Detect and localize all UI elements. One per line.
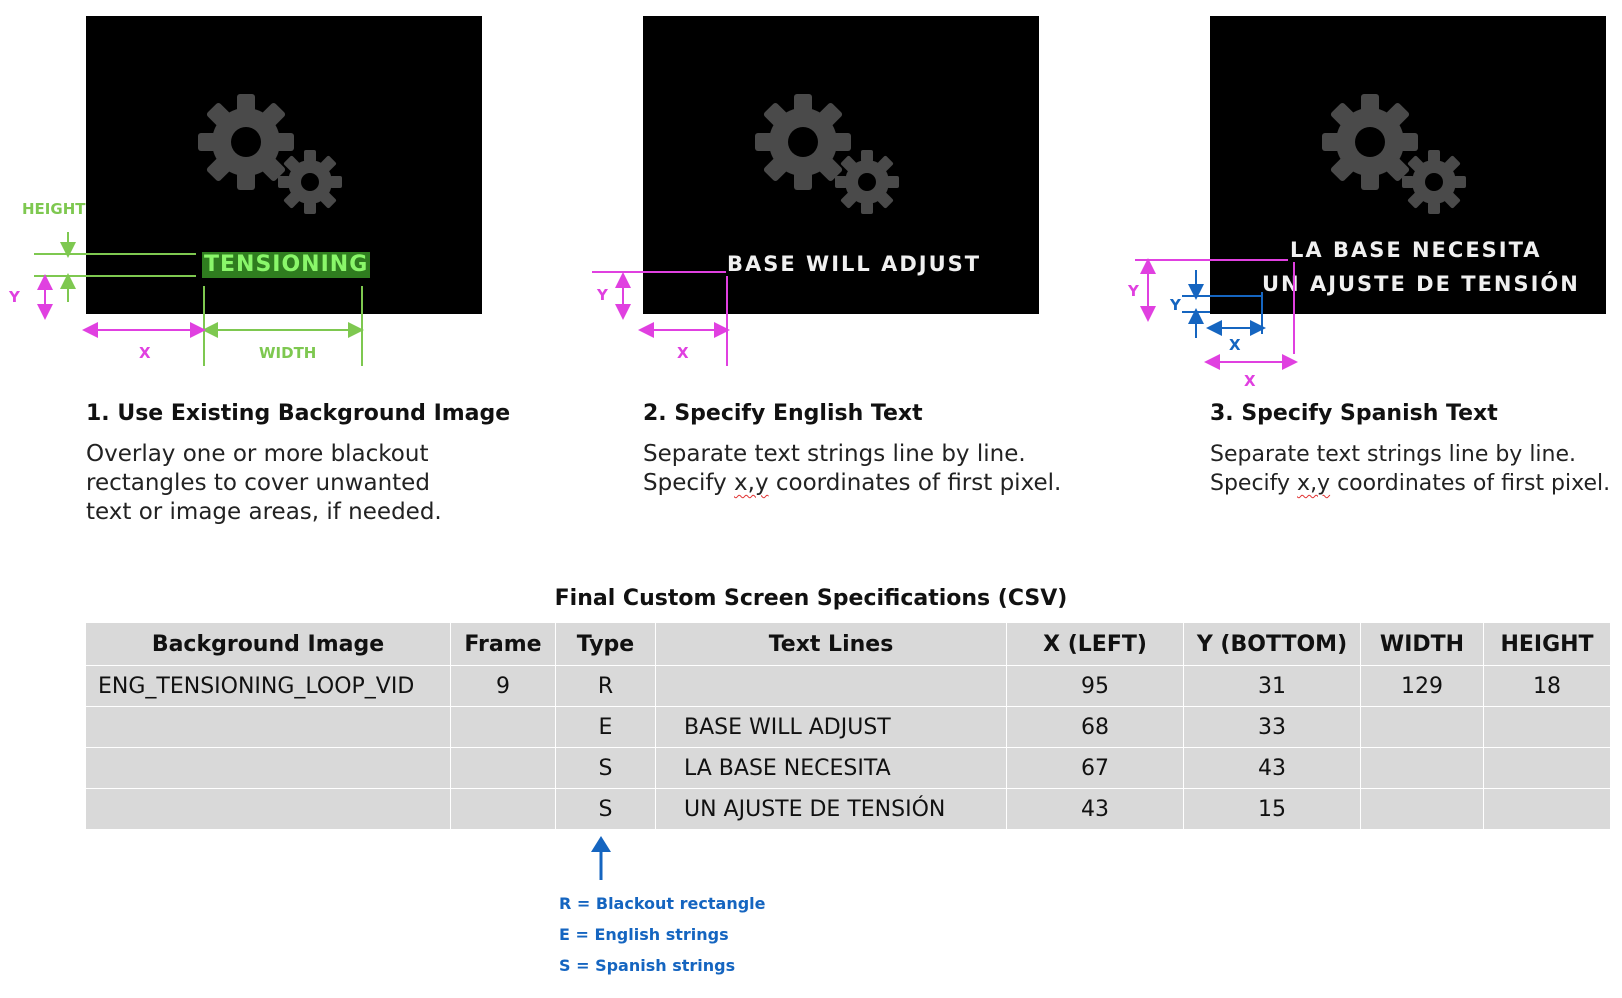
y-label-3-outer: Y [1128, 282, 1139, 300]
cell-height [1483, 788, 1611, 830]
table-row: S UN AJUSTE DE TENSIÓN 43 15 [85, 788, 1611, 830]
y-label-3-inner: Y [1170, 296, 1181, 314]
legend-item: S = Spanish strings [559, 956, 736, 975]
step-3-body: Separate text strings line by line. Spec… [1210, 440, 1610, 498]
step-2-body-line: Specify x,y coordinates of first pixel. [643, 469, 1061, 498]
cell-width [1360, 788, 1484, 830]
table-header-row: Background Image Frame Type Text Lines X… [85, 622, 1611, 666]
legend-item: R = Blackout rectangle [559, 894, 766, 913]
cell-text-lines: UN AJUSTE DE TENSIÓN [655, 788, 1007, 830]
header-background-image: Background Image [85, 622, 451, 666]
step-1-body-line: rectangles to cover unwanted [86, 470, 430, 496]
step-2-body: Separate text strings line by line. Spec… [643, 440, 1061, 498]
step-3-body-line: Separate text strings line by line. [1210, 442, 1577, 467]
screen-3: LA BASE NECESITA UN AJUSTE DE TENSIÓN [1210, 16, 1606, 314]
x-label-1: X [139, 344, 151, 362]
cell-frame [450, 706, 556, 748]
cell-width: 129 [1360, 665, 1484, 707]
cell-frame [450, 747, 556, 789]
step-3-body-xy: x,y [1297, 471, 1331, 496]
gears-icon [755, 94, 899, 214]
y-label-1: Y [9, 288, 20, 306]
cell-text-lines: LA BASE NECESITA [655, 747, 1007, 789]
step-2-body-post: coordinates of first pixel. [768, 470, 1062, 496]
cell-background-image [85, 788, 451, 830]
step-2-title: 2. Specify English Text [643, 401, 923, 426]
cell-text-lines [655, 665, 1007, 707]
cell-frame [450, 788, 556, 830]
header-text-lines: Text Lines [655, 622, 1007, 666]
step-1-body-line: text or image areas, if needed. [86, 499, 442, 525]
header-type: Type [555, 622, 656, 666]
cell-text-lines: BASE WILL ADJUST [655, 706, 1007, 748]
step-3-body-post: coordinates of first pixel. [1330, 471, 1611, 496]
screen-2: BASE WILL ADJUST [643, 16, 1039, 314]
legend-item: E = English strings [559, 925, 729, 944]
table-title: Final Custom Screen Specifications (CSV) [554, 586, 1068, 611]
cell-background-image [85, 747, 451, 789]
screen-2-text: BASE WILL ADJUST [727, 252, 982, 276]
header-height: HEIGHT [1483, 622, 1611, 666]
cell-y-bottom: 31 [1183, 665, 1361, 707]
step-2-body-pre: Specify [643, 470, 735, 496]
cell-frame: 9 [450, 665, 556, 707]
gears-icon [1322, 94, 1466, 214]
step-1-body-line: Overlay one or more blackout [86, 441, 429, 467]
x-label-3-outer: X [1244, 372, 1256, 390]
width-label: WIDTH [259, 344, 317, 362]
screen-1: TENSIONING [86, 16, 482, 314]
step-1-title: 1. Use Existing Background Image [86, 401, 511, 426]
table-row: ENG_TENSIONING_LOOP_VID 9 R 95 31 129 18 [85, 665, 1611, 707]
gears-icon [198, 94, 342, 214]
step-3-title: 3. Specify Spanish Text [1210, 401, 1498, 426]
cell-background-image: ENG_TENSIONING_LOOP_VID [85, 665, 451, 707]
header-frame: Frame [450, 622, 556, 666]
height-label: HEIGHT [22, 200, 86, 218]
cell-type: E [555, 706, 656, 748]
cell-type: R [555, 665, 656, 707]
cell-y-bottom: 43 [1183, 747, 1361, 789]
cell-y-bottom: 33 [1183, 706, 1361, 748]
cell-x-left: 67 [1006, 747, 1184, 789]
x-label-2: X [677, 344, 689, 362]
cell-height [1483, 747, 1611, 789]
step-3-body-line: Specify x,y coordinates of first pixel. [1210, 469, 1610, 498]
header-x-left: X (LEFT) [1006, 622, 1184, 666]
step-2-body-xy: x,y [734, 470, 769, 496]
cell-x-left: 43 [1006, 788, 1184, 830]
cell-height: 18 [1483, 665, 1611, 707]
screen-3-text-line-1: LA BASE NECESITA [1290, 238, 1542, 262]
spec-table: Background Image Frame Type Text Lines X… [85, 622, 1611, 830]
cell-x-left: 95 [1006, 665, 1184, 707]
cell-type: S [555, 747, 656, 789]
screen-1-text: TENSIONING [202, 252, 371, 278]
table-row: E BASE WILL ADJUST 68 33 [85, 706, 1611, 748]
screen-3-text-line-2: UN AJUSTE DE TENSIÓN [1262, 272, 1580, 296]
cell-width [1360, 706, 1484, 748]
step-3-body-pre: Specify [1210, 471, 1298, 496]
cell-type: S [555, 788, 656, 830]
step-1-body: Overlay one or more blackout rectangles … [86, 440, 442, 527]
table-row: S LA BASE NECESITA 67 43 [85, 747, 1611, 789]
header-width: WIDTH [1360, 622, 1484, 666]
cell-height [1483, 706, 1611, 748]
cell-width [1360, 747, 1484, 789]
header-y-bottom: Y (BOTTOM) [1183, 622, 1361, 666]
cell-x-left: 68 [1006, 706, 1184, 748]
cell-y-bottom: 15 [1183, 788, 1361, 830]
cell-background-image [85, 706, 451, 748]
x-label-3-inner: X [1229, 336, 1241, 354]
step-2-body-line: Separate text strings line by line. [643, 441, 1026, 467]
y-label-2: Y [597, 286, 608, 304]
